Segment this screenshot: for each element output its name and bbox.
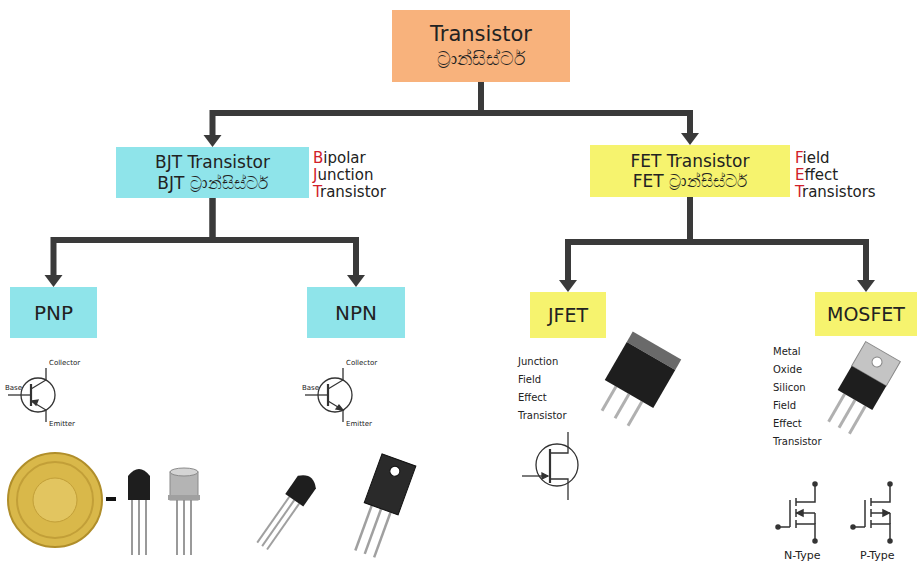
abbreviation-expansion: Junction	[313, 167, 373, 184]
connector-line	[690, 197, 866, 281]
abbreviation-expansion: Effect	[795, 167, 838, 184]
expansion-word: Field	[518, 374, 541, 385]
npn-symbol	[305, 368, 352, 422]
pmos-symbol	[851, 482, 892, 543]
to220-package	[822, 342, 901, 438]
expansion-word: Silicon	[773, 382, 806, 393]
connector-line	[213, 82, 482, 136]
arrowhead	[857, 280, 875, 292]
expansion-word: Field	[773, 400, 796, 411]
hierarchy-connector	[559, 197, 690, 292]
box-title: Transistor	[430, 22, 532, 47]
hierarchy-connector	[204, 82, 482, 147]
to247-package	[591, 332, 681, 433]
hierarchy-connector	[690, 197, 875, 292]
box-title: JFET	[548, 304, 588, 327]
hierarchy-connector	[45, 198, 213, 287]
arrowhead	[204, 135, 222, 147]
pin-label: Emitter	[49, 421, 75, 429]
to126-package	[348, 454, 416, 560]
abbreviation-expansion: Transistor	[313, 184, 386, 201]
type-box: PNP	[10, 287, 97, 338]
abbreviation-expansion: Field	[795, 150, 830, 167]
box-subtitle: FET ට්‍රාන්සිස්ටර්	[633, 171, 747, 191]
category-box: FET TransistorFET ට්‍රාන්සිස්ටර්	[590, 145, 790, 197]
box-subtitle: ට්‍රාන්සිස්ටර්	[437, 47, 525, 70]
type-label: P-Type	[860, 550, 895, 562]
type-label: N-Type	[784, 550, 820, 562]
connector-line	[54, 198, 213, 276]
arrowhead	[347, 275, 365, 287]
pin-label: Base	[5, 385, 22, 393]
expansion-word: Transistor	[518, 410, 567, 421]
expansion-word: Effect	[773, 418, 802, 429]
to92-package	[128, 469, 150, 555]
type-box: NPN	[307, 287, 405, 338]
root-box: Transistorට්‍රාන්සිස්ටර්	[392, 10, 570, 82]
pin-label: Emitter	[346, 421, 372, 429]
connector-line	[568, 197, 690, 281]
expansion-word: Metal	[773, 346, 801, 357]
arrowhead	[681, 133, 699, 145]
metal-can-package	[168, 468, 200, 555]
abbreviation-expansion: Bipolar	[313, 150, 366, 167]
box-subtitle: BJT ට්‍රාන්සිස්ටර්	[157, 173, 267, 193]
coin	[8, 453, 102, 547]
expansion-word: Junction	[518, 356, 558, 367]
pin-label: Collector	[346, 360, 377, 368]
type-box: JFET	[530, 292, 606, 338]
connector-line	[213, 198, 357, 276]
expansion-word: Oxide	[773, 364, 802, 375]
abbreviation-expansion: Transistors	[795, 184, 876, 201]
nmos-symbol	[776, 482, 817, 543]
box-title: MOSFET	[827, 303, 905, 326]
box-title: NPN	[335, 301, 377, 325]
arrowhead	[45, 275, 63, 287]
dash	[106, 497, 116, 501]
expansion-word: Transistor	[773, 436, 822, 447]
box-title: PNP	[34, 301, 73, 325]
expansion-word: Effect	[518, 392, 547, 403]
type-box: MOSFET	[815, 292, 917, 336]
category-box: BJT TransistorBJT ට්‍රාන්සිස්ටර්	[116, 147, 309, 198]
box-title: FET Transistor	[631, 151, 750, 171]
connector-line	[481, 82, 690, 134]
arrowhead	[559, 280, 577, 292]
jfet-symbol	[522, 432, 578, 500]
pin-label: Base	[302, 385, 319, 393]
hierarchy-connector	[213, 198, 366, 287]
hierarchy-connector	[481, 82, 699, 145]
pnp-symbol	[8, 368, 55, 422]
box-title: BJT Transistor	[155, 152, 270, 172]
pin-label: Collector	[49, 360, 80, 368]
to92-package	[253, 471, 319, 552]
